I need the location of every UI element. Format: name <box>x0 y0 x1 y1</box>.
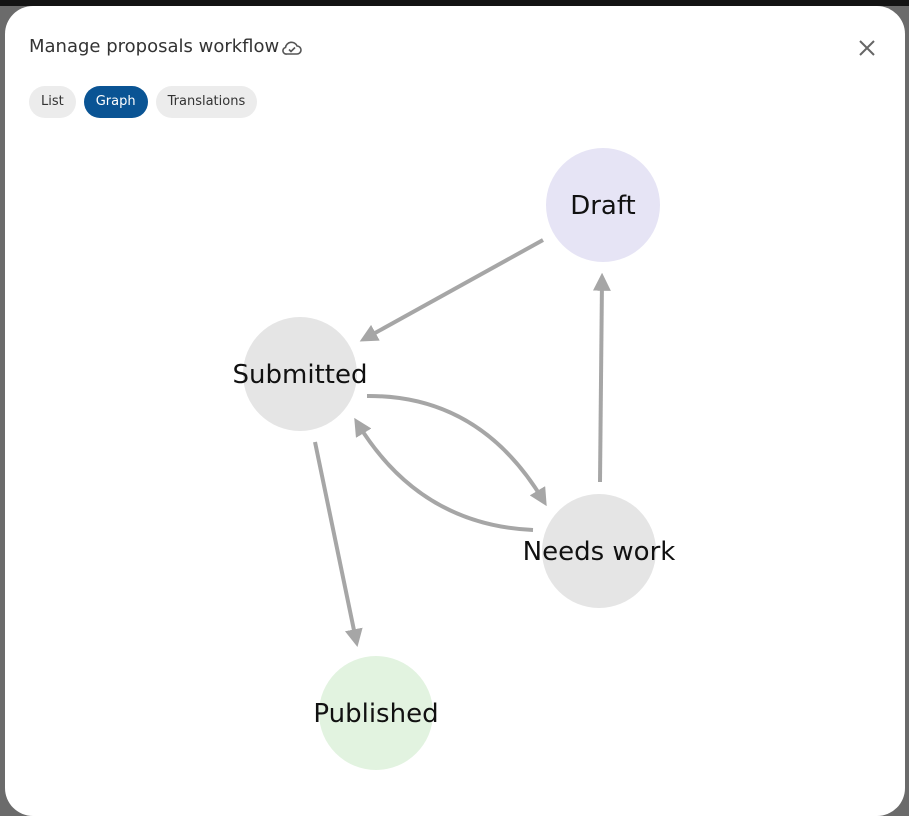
node-label: Submitted <box>233 360 368 390</box>
edge-submitted-to-published[interactable] <box>313 441 363 648</box>
node-submitted[interactable] <box>243 317 357 431</box>
tab-list[interactable]: List <box>29 86 76 118</box>
app-top-bar <box>0 0 909 6</box>
node-draft[interactable] <box>546 148 660 262</box>
node-needs-work[interactable] <box>542 494 656 608</box>
tab-graph[interactable]: Graph <box>83 86 148 118</box>
edge-draft-to-submitted[interactable] <box>359 238 544 342</box>
workflow-dialog: Manage proposals workflow List Graph Tra… <box>5 6 905 816</box>
node-label: Published <box>313 699 438 729</box>
node-label: Needs work <box>523 537 676 567</box>
view-tabs: List Graph Translations <box>29 86 258 118</box>
tab-translations[interactable]: Translations <box>155 86 258 118</box>
node-published[interactable] <box>319 656 433 770</box>
cloud-check-icon <box>282 41 302 55</box>
dialog-title: Manage proposals workflow <box>29 36 280 57</box>
edge-needs-work-to-submitted[interactable] <box>354 417 534 532</box>
close-icon[interactable] <box>855 36 879 60</box>
edge-submitted-to-needs-work[interactable] <box>366 393 547 507</box>
edge-needs-work-to-draft[interactable] <box>592 272 611 483</box>
node-label: Draft <box>570 191 636 221</box>
